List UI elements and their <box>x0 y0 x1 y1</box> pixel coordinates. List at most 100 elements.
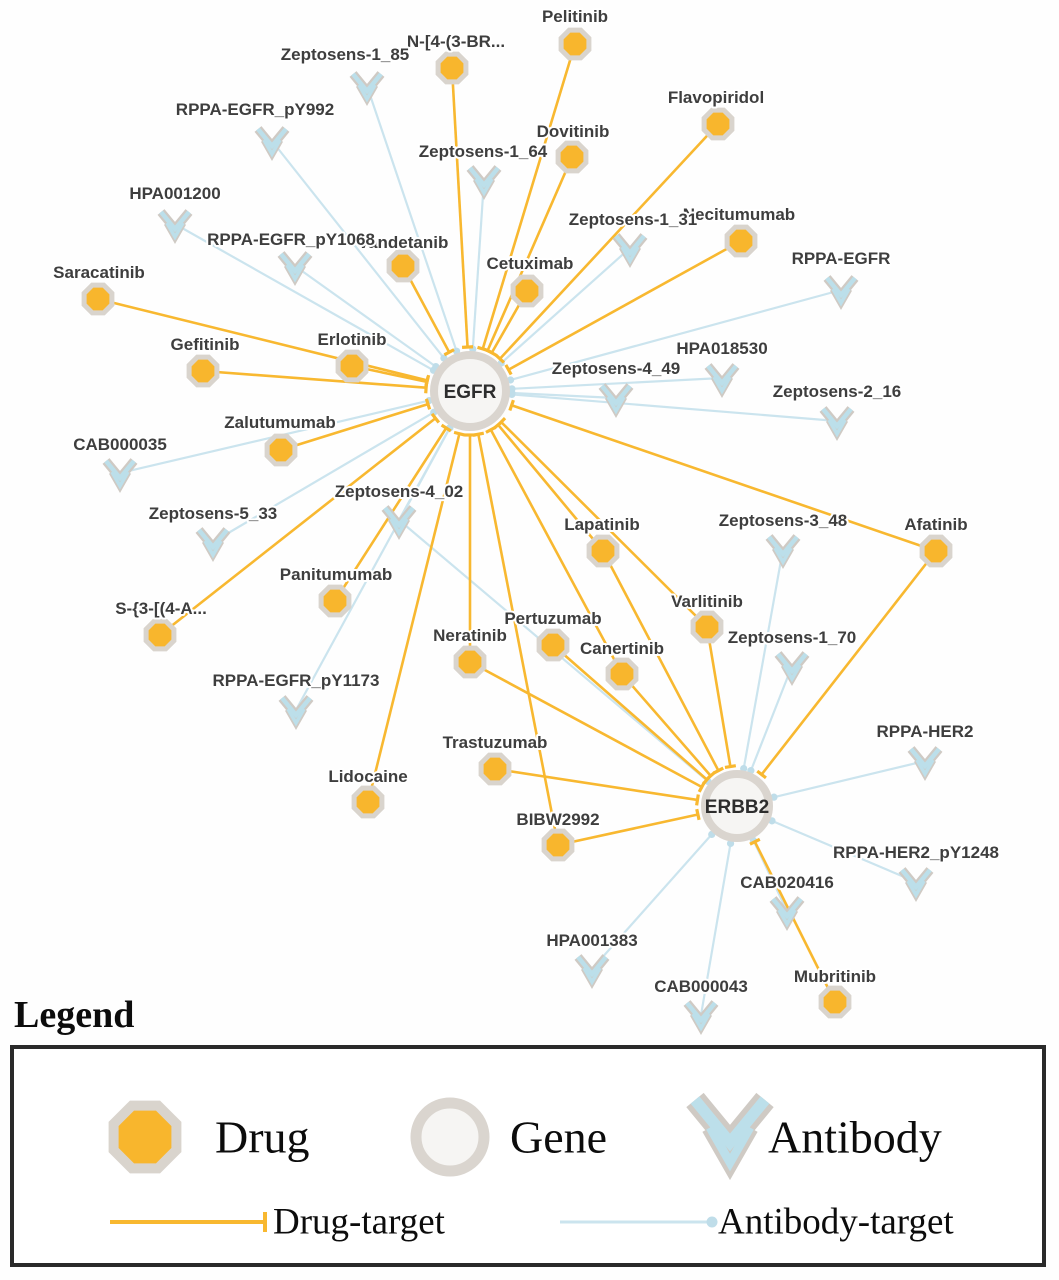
drug-target-edge <box>489 429 624 675</box>
drug-node-afatinib[interactable] <box>919 534 953 568</box>
drug-edge-tbar <box>430 412 441 424</box>
node-label: Vandetanib <box>358 233 449 252</box>
drug-node-vandetanib[interactable] <box>386 249 420 283</box>
gene-label-EGFR: EGFR <box>444 382 497 403</box>
antibody-node-rppa_her2[interactable] <box>907 746 943 782</box>
node-label: N-[4-(3-BR... <box>407 32 505 51</box>
drug-edge-tbar <box>496 417 507 428</box>
drug-node-gefitinib[interactable] <box>186 354 220 388</box>
drug-edge-tbar <box>695 794 700 806</box>
gene-node-EGFR[interactable] <box>430 351 510 431</box>
legend-label-antibody: Antibody <box>768 1111 942 1163</box>
node-label: HPA001383 <box>546 931 637 950</box>
node-label: Cetuximab <box>487 254 574 273</box>
node-label: Pelitinib <box>542 7 608 26</box>
drug-node-saracatinib[interactable] <box>81 282 115 316</box>
node-label: Zeptosens-5_33 <box>149 504 278 523</box>
antibody-node-rppa_egfr[interactable] <box>823 275 859 311</box>
antibody-target-edge <box>295 427 451 711</box>
antibody-node-z1_85[interactable] <box>349 71 385 107</box>
drug-edge-tbar <box>453 430 466 437</box>
antibody-target-edge <box>365 85 458 352</box>
drug-node-erlotinib[interactable] <box>335 349 369 383</box>
drug-target-edge <box>469 660 703 789</box>
antibody-target-edge <box>511 391 617 400</box>
drug-target-edge <box>494 767 698 802</box>
nodes <box>81 27 953 1036</box>
antibody-target-edge <box>174 223 434 372</box>
antibody-node-py1173[interactable] <box>278 695 314 731</box>
antibody-node-py1068[interactable] <box>277 251 313 287</box>
legend-label-gene: Gene <box>510 1111 608 1163</box>
node-label: Zeptosens-2_16 <box>773 382 902 401</box>
antibody-node-hpa001383[interactable] <box>574 954 610 990</box>
node-label: Flavopiridol <box>668 88 764 107</box>
antibody-node-cab000035[interactable] <box>102 458 138 494</box>
drug-node-bibw2992[interactable] <box>541 828 575 862</box>
gene-node-ERBB2[interactable] <box>701 770 773 842</box>
antibody-node-her2_py1248[interactable] <box>898 867 934 903</box>
gene-label-ERBB2: ERBB2 <box>705 797 769 818</box>
antibody-target-edge <box>271 140 445 359</box>
drug-node-trastuzumab[interactable] <box>478 752 512 786</box>
drug-target-edge <box>450 67 469 348</box>
antibody-node-z4_49[interactable] <box>598 383 634 419</box>
drug-node-canertinib[interactable] <box>605 657 639 691</box>
antibody-node-hpa001200[interactable] <box>157 209 193 245</box>
legend-label-drug: Drug <box>215 1111 310 1163</box>
drug-edge-tbar <box>461 345 474 349</box>
legend-label-antibody-target: Antibody-target <box>718 1201 954 1243</box>
legend-box: Drug Gene Antibody Drug-target Anti <box>10 1045 1046 1267</box>
drug-target-edge <box>366 433 461 803</box>
antibody-node-z3_48[interactable] <box>765 534 801 570</box>
antibody-node-cab000043[interactable] <box>683 1000 719 1036</box>
drug-node-dovitinib[interactable] <box>555 140 589 174</box>
antibody-node-z2_16[interactable] <box>819 406 855 442</box>
drug-target-edge <box>159 417 437 637</box>
drug-node-s34a[interactable] <box>143 618 177 652</box>
drug-target-line-icon <box>110 1212 267 1232</box>
antibody-node-z1_70[interactable] <box>774 651 810 687</box>
antibody-chevron-icon <box>686 1092 774 1181</box>
drug-node-mubritinib[interactable] <box>818 985 852 1019</box>
antibody-target-edge <box>510 288 842 382</box>
antibody-node-cab020416[interactable] <box>769 896 805 932</box>
drug-node-varlitinib[interactable] <box>690 610 724 644</box>
drug-edge-tbar <box>440 423 452 433</box>
node-label: Varlitinib <box>671 592 743 611</box>
node-label: Zeptosens-1_64 <box>419 142 548 161</box>
drug-edge-tbar <box>724 764 737 770</box>
drug-node-neratinib[interactable] <box>453 645 487 679</box>
drug-target-edge <box>498 123 719 360</box>
drug-node-panitumumab[interactable] <box>318 584 352 618</box>
drug-node-cetuximab[interactable] <box>510 274 544 308</box>
node-label: Zalutumumab <box>224 413 335 432</box>
drug-node-flavopiridol[interactable] <box>701 107 735 141</box>
drug-edge-tbar <box>443 348 455 357</box>
node-label: Zeptosens-1_31 <box>569 210 698 229</box>
antibody-node-z4_02[interactable] <box>381 505 417 541</box>
drug-target-edge <box>280 402 429 452</box>
node-label: BIBW2992 <box>516 810 599 829</box>
drug-node-necitumumab[interactable] <box>724 224 758 258</box>
drug-node-zalutumumab[interactable] <box>264 433 298 467</box>
drug-edge-tbar <box>702 774 712 785</box>
antibody-node-z5_33[interactable] <box>195 527 231 563</box>
drug-node-lidocaine[interactable] <box>351 785 385 819</box>
antibody-node-z1_31[interactable] <box>612 233 648 269</box>
antibody-node-z1_64[interactable] <box>466 165 502 201</box>
node-label: Pertuzumab <box>504 609 601 628</box>
drug-node-pelitinib[interactable] <box>558 27 592 61</box>
node-label: Necitumumab <box>683 205 795 224</box>
antibody-node-hpa018530[interactable] <box>704 363 740 399</box>
drug-node-n4br[interactable] <box>435 51 469 85</box>
drug-node-pertuzumab[interactable] <box>536 628 570 662</box>
drug-target-edge <box>557 813 699 847</box>
antibody-node-py992[interactable] <box>254 126 290 162</box>
node-label: S-{3-[(4-A... <box>115 599 207 618</box>
drug-octagon-icon <box>108 1100 182 1174</box>
drug-node-lapatinib[interactable] <box>586 534 620 568</box>
drug-edge-tbar <box>695 808 701 821</box>
legend-title: Legend <box>14 994 135 1036</box>
